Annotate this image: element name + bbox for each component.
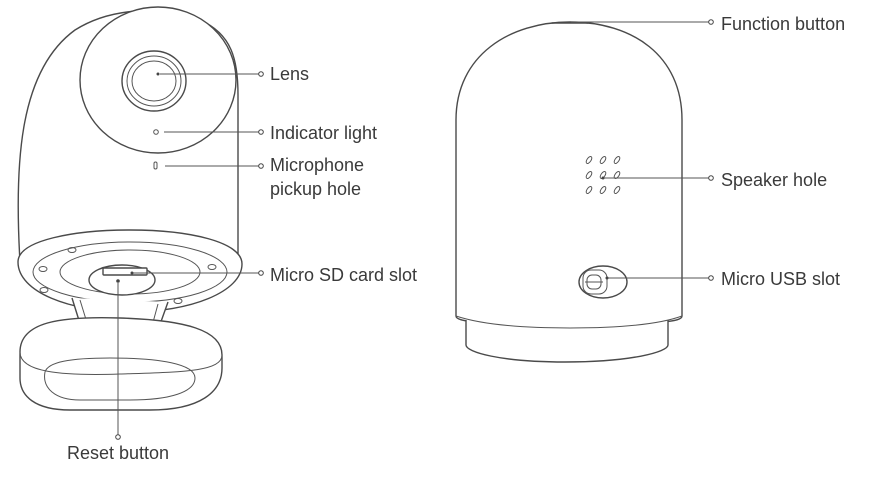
label-function-button: Function button	[721, 14, 846, 34]
indicator-light	[153, 129, 159, 135]
label-reset-button: Reset button	[67, 443, 170, 463]
micro-sd-slot	[102, 267, 148, 276]
micro-usb-port	[578, 265, 628, 299]
label-micro-sd-card-slot: Micro SD card slot	[270, 265, 418, 285]
lens-outer-ring	[121, 50, 187, 112]
label-lens: Lens	[270, 64, 310, 84]
back-camera-illustration	[455, 21, 683, 363]
microphone-hole	[153, 161, 158, 170]
label-indicator-light: Indicator light	[270, 123, 378, 143]
label-micro-usb-slot: Micro USB slot	[721, 269, 841, 289]
label-microphone-line2: pickup hole	[270, 179, 362, 199]
reset-button-hole	[116, 279, 120, 283]
label-speaker-hole: Speaker hole	[721, 170, 828, 190]
label-microphone-line1: Microphone	[270, 155, 365, 175]
front-camera-illustration	[17, 6, 243, 411]
leader-lines	[115, 19, 714, 440]
